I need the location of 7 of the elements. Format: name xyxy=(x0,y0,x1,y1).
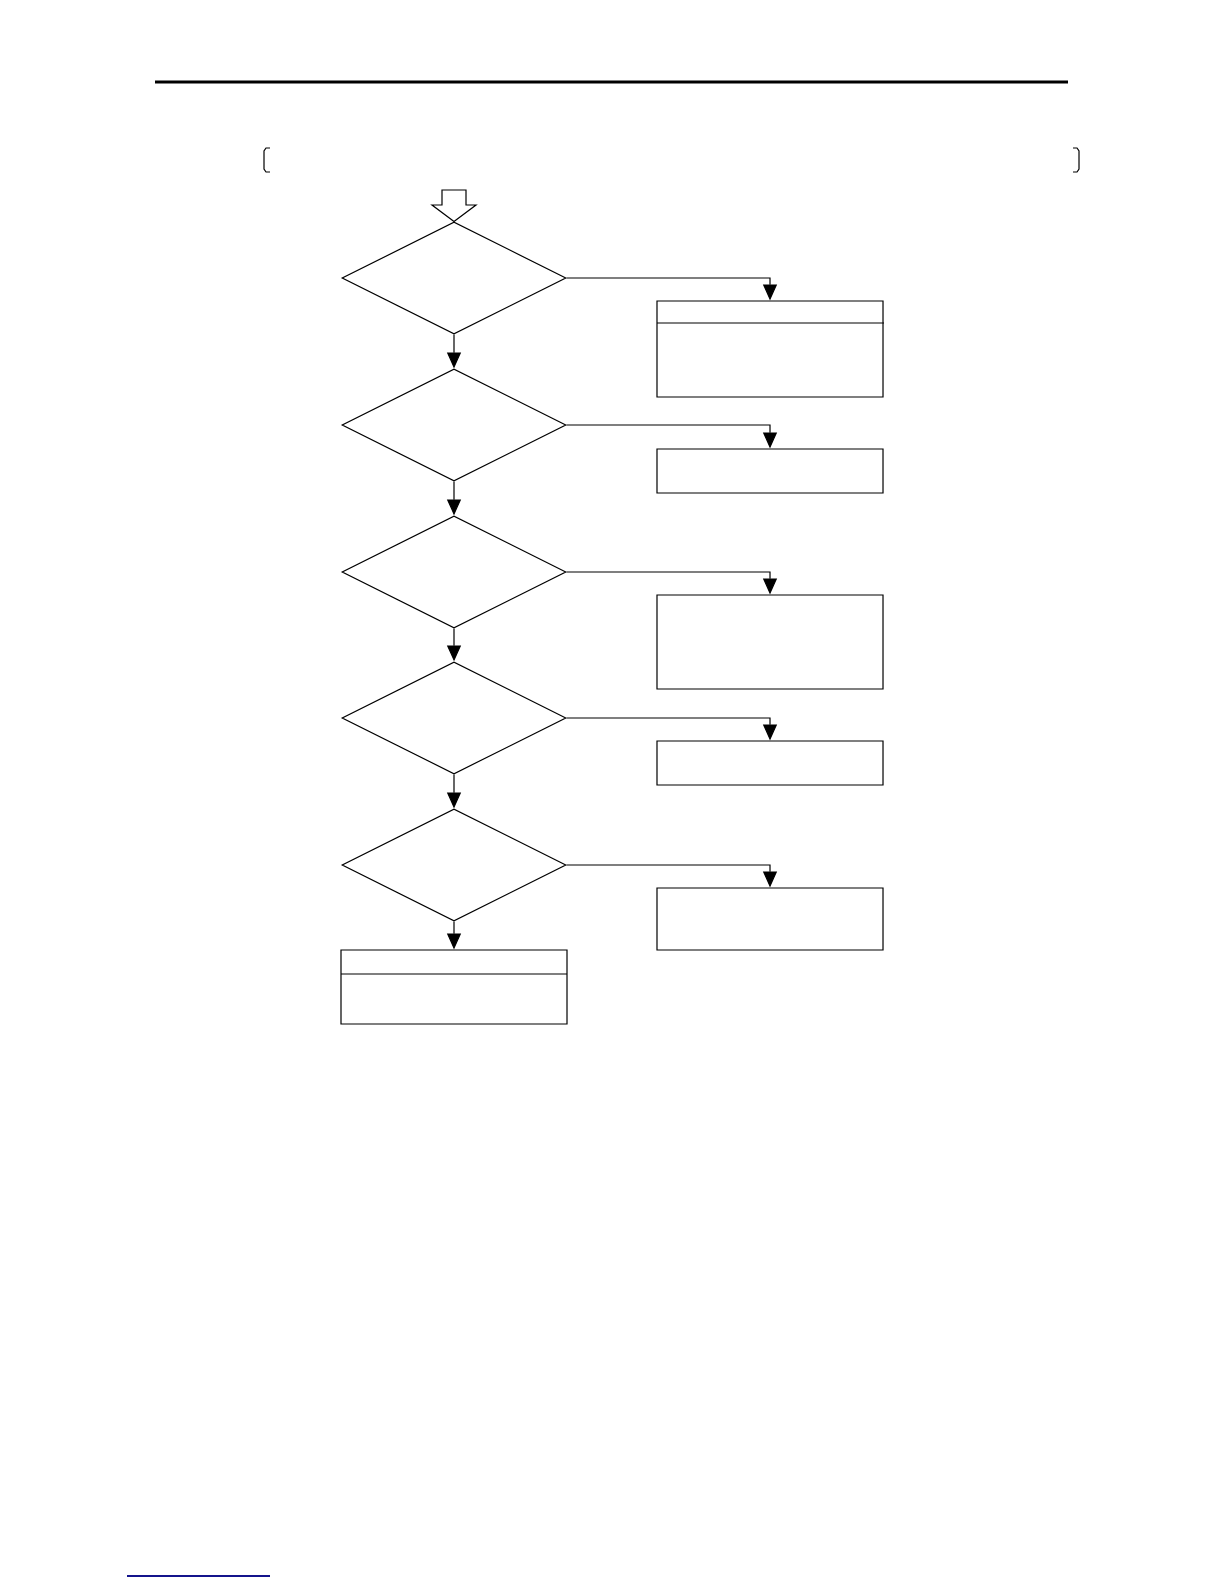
process-box xyxy=(656,448,884,494)
process-box xyxy=(656,594,884,690)
process-box xyxy=(656,887,884,951)
block-arrow xyxy=(430,189,478,223)
process-box xyxy=(340,949,568,1025)
process-box xyxy=(656,300,885,398)
process-box xyxy=(656,740,884,786)
